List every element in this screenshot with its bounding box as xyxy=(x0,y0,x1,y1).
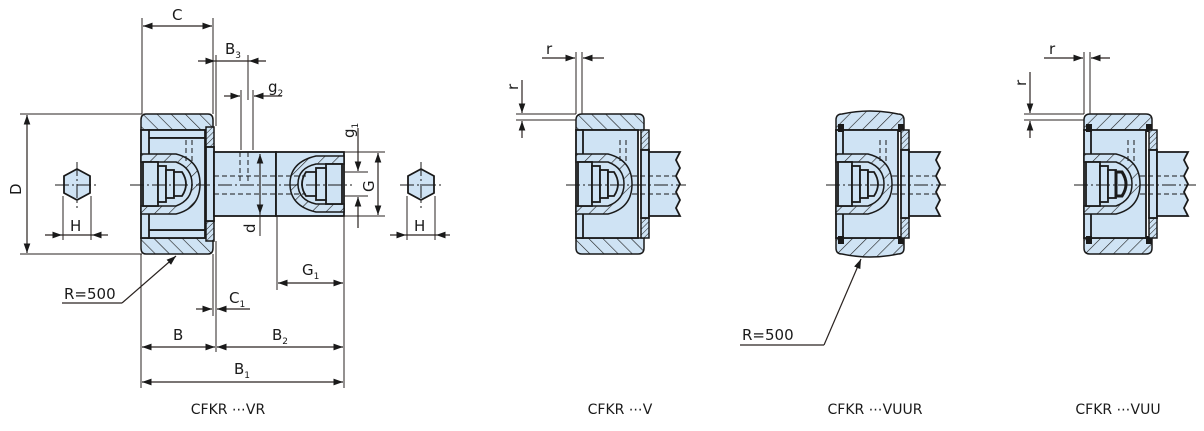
label-B3: B3 xyxy=(225,40,241,61)
view-cfkr-vuu xyxy=(1074,113,1196,255)
label-C1: C1 xyxy=(229,289,245,310)
label-C: C xyxy=(172,6,182,24)
view-cfkr-vr: C B3 g2 g1 D d G H H G1 C1 B B2 B1 R=500… xyxy=(7,6,450,418)
caption-cfkr-v: CFKR ⋯V xyxy=(588,402,653,418)
label-r-horizontal-vuu: r xyxy=(1049,40,1056,58)
caption-cfkr-vuu: CFKR ⋯VUU xyxy=(1075,402,1160,418)
dimension-labels: C B3 g2 g1 D d G H H G1 C1 B B2 B1 R=500 xyxy=(7,6,425,381)
label-d: d xyxy=(241,223,259,233)
hex-socket-right xyxy=(400,162,442,208)
caption-cfkr-vr: CFKR ⋯VR xyxy=(191,402,266,418)
outer-ring xyxy=(140,113,214,255)
hex-socket-left xyxy=(55,162,98,208)
label-B2: B2 xyxy=(272,326,288,347)
label-H-right: H xyxy=(414,217,425,235)
label-r-vertical-vuu: r xyxy=(1012,79,1030,86)
label-G: G xyxy=(360,180,378,192)
stud-shaft xyxy=(213,151,345,217)
label-H-left: H xyxy=(70,217,81,235)
caption-cfkr-vuur: CFKR ⋯VUUR xyxy=(828,402,923,418)
label-D: D xyxy=(7,183,25,195)
label-r-vertical: r xyxy=(504,83,522,90)
label-g1: g1 xyxy=(340,123,361,138)
label-g2: g2 xyxy=(268,78,283,99)
view-cfkr-vuur xyxy=(826,110,946,258)
view-cfkr-v xyxy=(566,113,686,255)
view-cfkr-v-dims: r r xyxy=(504,40,604,138)
stud-head xyxy=(140,129,206,239)
radius-note: R=500 xyxy=(64,285,116,303)
label-G1: G1 xyxy=(302,261,319,282)
radius-note-vuur: R=500 xyxy=(742,326,794,344)
label-r-horizontal: r xyxy=(546,40,553,58)
view-cfkr-vuu-dims: r r xyxy=(1012,40,1110,138)
label-B1: B1 xyxy=(234,360,250,381)
side-plate-top xyxy=(205,126,215,148)
dimension-lines xyxy=(20,18,450,388)
side-plate-bottom xyxy=(205,220,215,242)
view-cfkr-vuur-leader: R=500 xyxy=(740,258,862,346)
label-B: B xyxy=(173,326,183,344)
